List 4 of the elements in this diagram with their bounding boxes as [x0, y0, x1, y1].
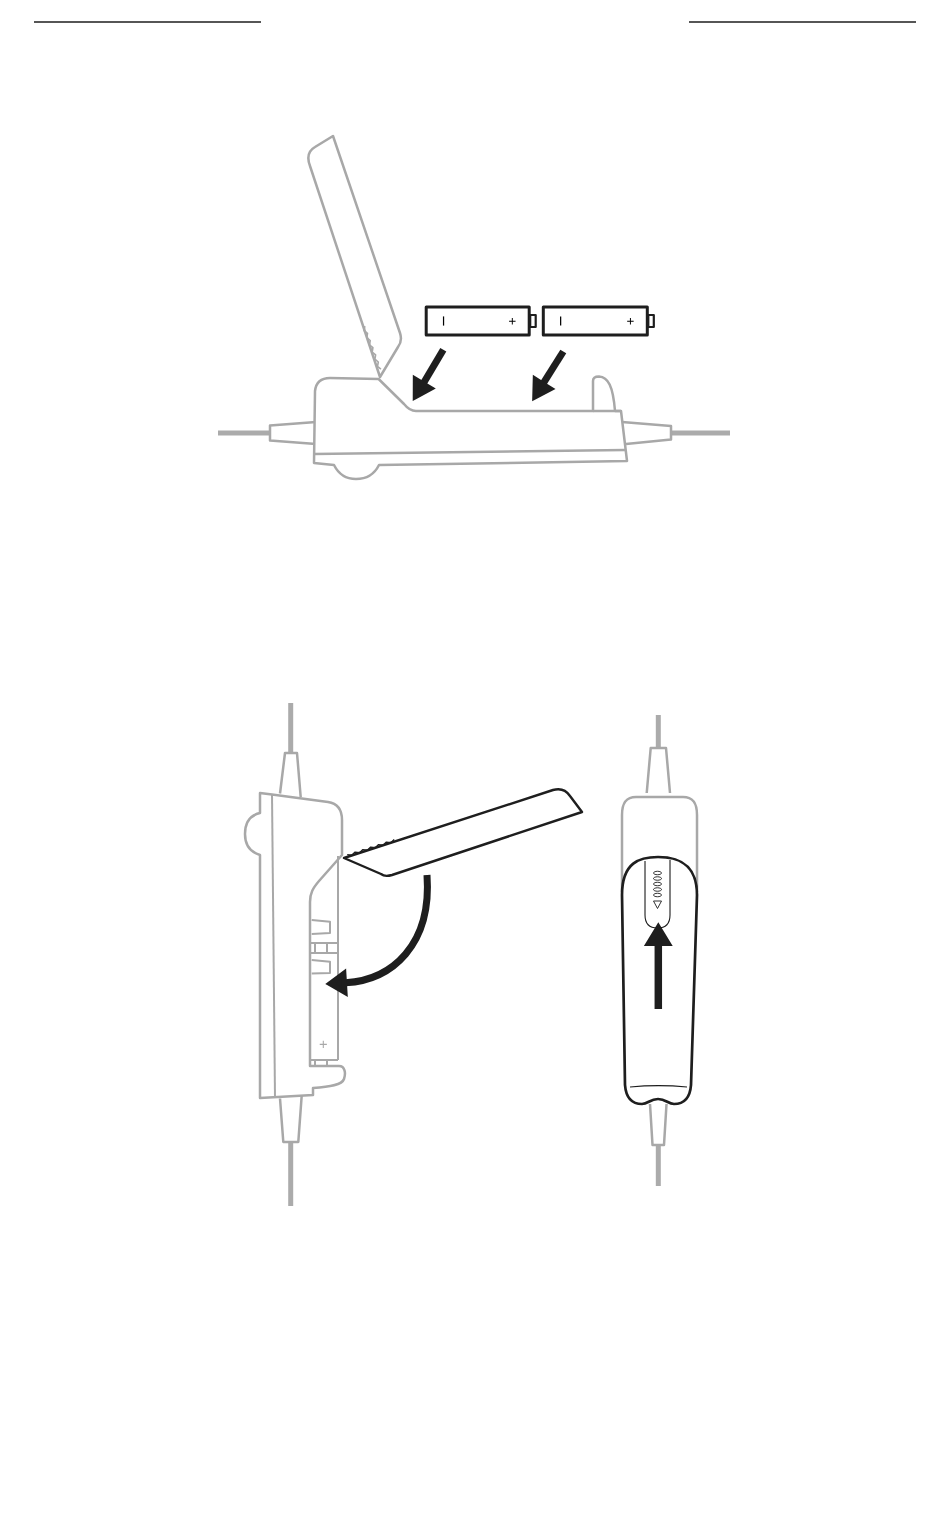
polarity-mark: + — [319, 1040, 327, 1048]
battery-case — [312, 375, 629, 481]
battery: I + — [541, 305, 655, 337]
battery: I + — [424, 305, 537, 337]
